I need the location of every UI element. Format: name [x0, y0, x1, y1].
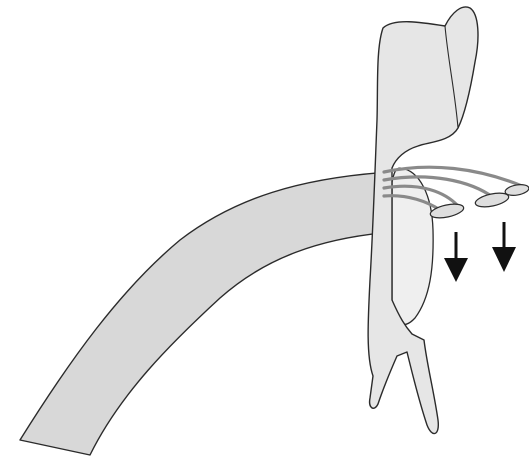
pod-2 [474, 191, 510, 210]
curved-band [20, 172, 392, 455]
pod-1 [429, 202, 465, 221]
arrow-left [444, 232, 468, 282]
lower-swelling [392, 168, 433, 324]
arrow-right [492, 222, 516, 272]
downward-arrows [444, 222, 516, 282]
pod-3 [504, 183, 529, 197]
